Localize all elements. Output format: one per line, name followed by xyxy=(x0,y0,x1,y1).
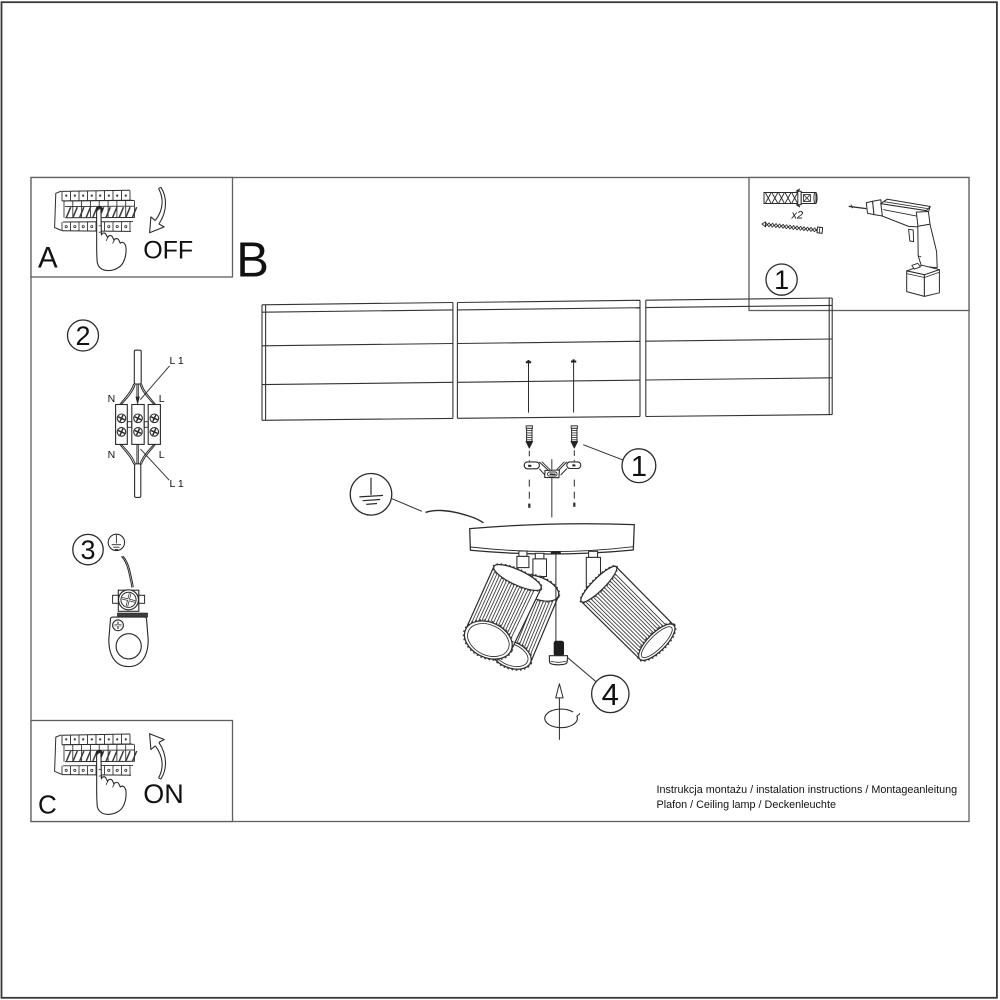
svg-text:1: 1 xyxy=(631,451,647,483)
svg-text:Instrukcja montażu / instalati: Instrukcja montażu / instalation instruc… xyxy=(657,784,958,796)
svg-text:N: N xyxy=(108,393,116,405)
svg-text:L: L xyxy=(159,393,165,405)
svg-text:C: C xyxy=(38,790,57,820)
svg-text:x2: x2 xyxy=(791,210,804,222)
svg-text:Plafon / Ceiling lamp / Decken: Plafon / Ceiling lamp / Deckenleuchte xyxy=(657,799,836,811)
svg-text:L 1: L 1 xyxy=(170,478,184,490)
svg-text:3: 3 xyxy=(80,535,95,565)
svg-text:4: 4 xyxy=(602,677,619,712)
svg-text:1: 1 xyxy=(774,265,789,295)
svg-text:2: 2 xyxy=(75,321,90,351)
svg-text:OFF: OFF xyxy=(143,237,193,265)
svg-text:A: A xyxy=(38,242,58,275)
svg-text:B: B xyxy=(236,233,269,287)
svg-text:L 1: L 1 xyxy=(170,355,184,367)
svg-text:L: L xyxy=(159,449,165,461)
svg-text:ON: ON xyxy=(143,779,184,809)
svg-text:N: N xyxy=(108,449,116,461)
